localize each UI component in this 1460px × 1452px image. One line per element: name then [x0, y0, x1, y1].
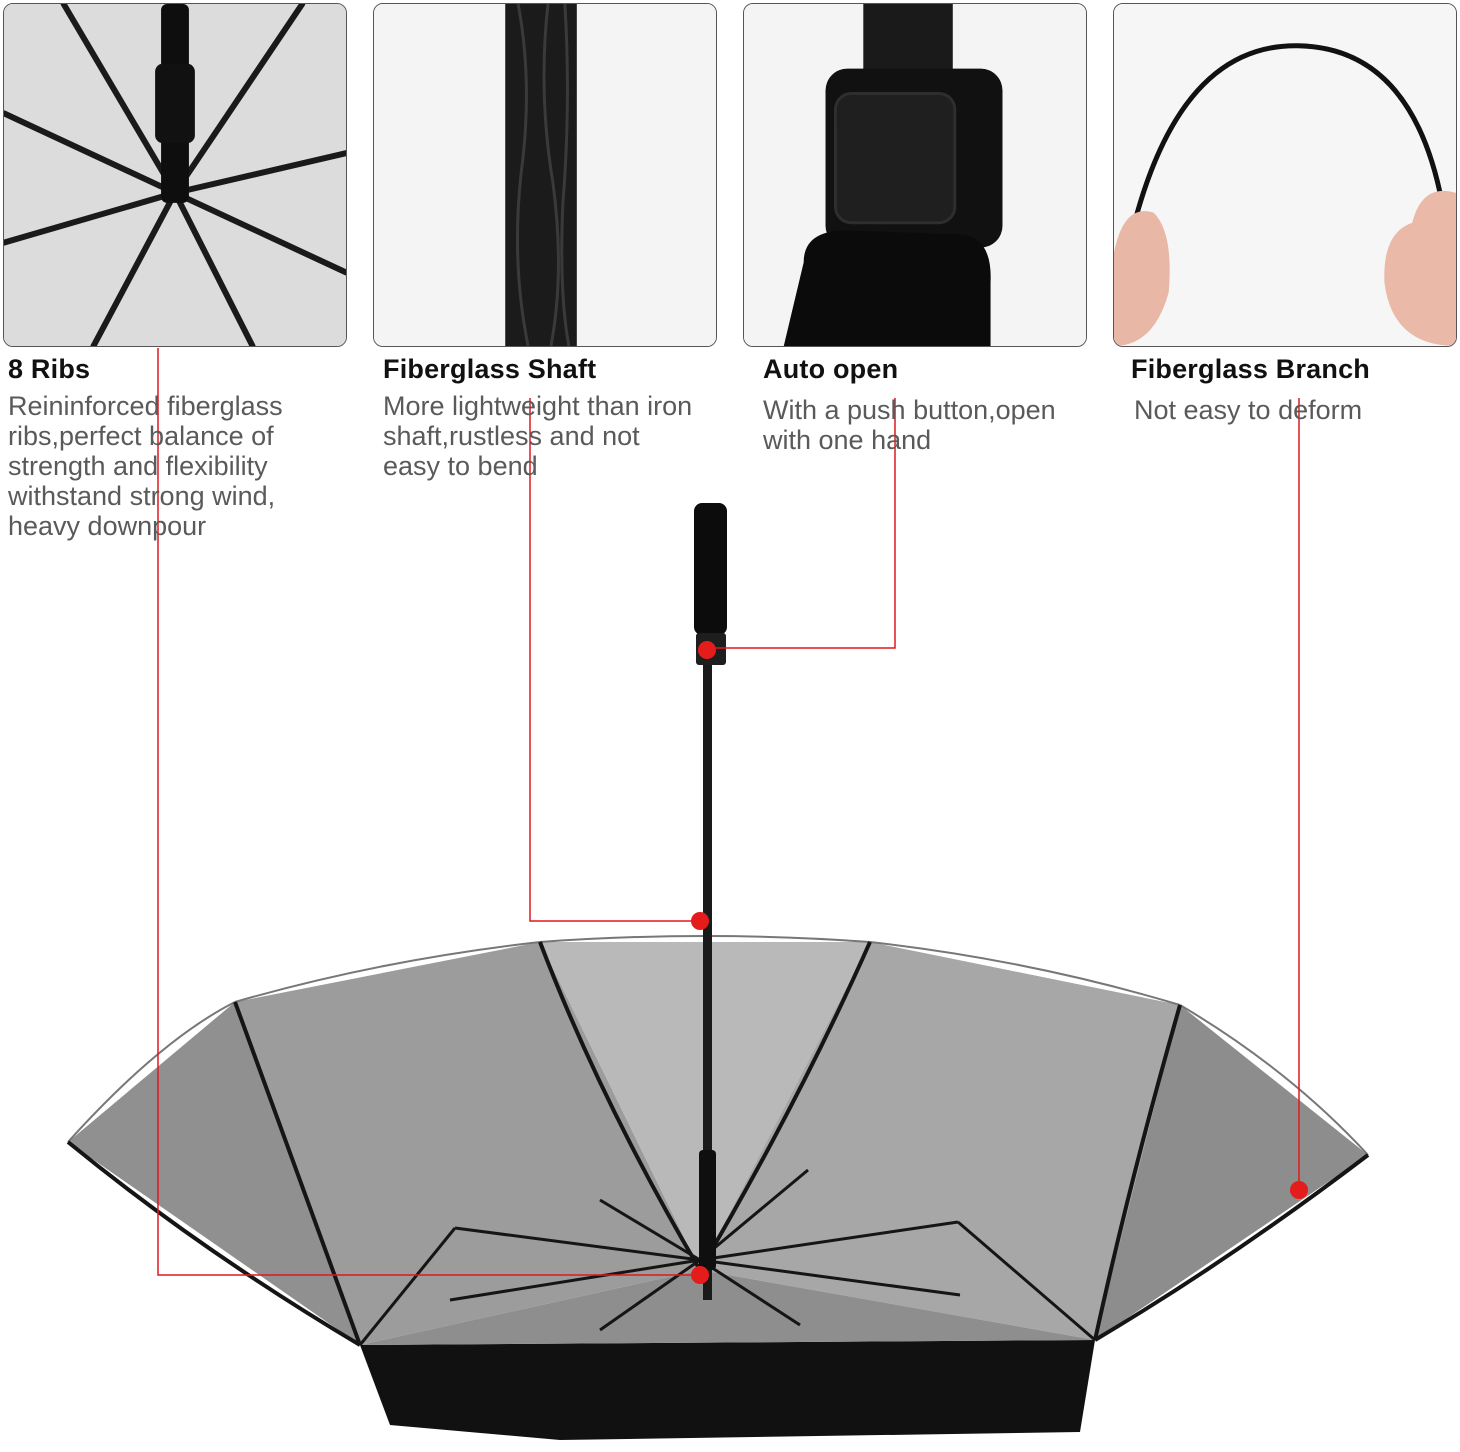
feature-branch-description: Not easy to deform [1134, 395, 1363, 425]
feature-shaft-title: Fiberglass Shaft [383, 354, 597, 384]
feature-shaft-description: More lightweight than iron shaft,rustles… [383, 391, 693, 481]
photo-panel-shaft [373, 3, 717, 347]
feature-auto-open: Auto open With a push button,open with o… [763, 354, 1108, 455]
shaft-runner [699, 1150, 716, 1270]
shaft-closeup-icon [374, 4, 716, 346]
feature-ribs-title: 8 Ribs [8, 354, 91, 384]
callout-dot-auto-open [698, 641, 716, 659]
callout-dot-shaft [691, 912, 709, 930]
bent-rib-hands-icon [1114, 4, 1456, 346]
push-button-handle-icon [744, 4, 1086, 346]
umbrella-ribs-closeup-icon [4, 4, 346, 346]
photo-panel-ribs [3, 3, 347, 347]
feature-ribs-description: Reininforced fiberglass ribs,perfect bal… [8, 391, 283, 541]
feature-branch: Fiberglass Branch Not easy to deform [1131, 354, 1456, 425]
photo-panel-branch [1113, 3, 1457, 347]
canopy-outer-skirt [360, 1340, 1095, 1440]
feature-shaft: Fiberglass Shaft More lightweight than i… [383, 354, 703, 481]
feature-auto-open-title: Auto open [763, 354, 899, 384]
umbrella-handle-foam [694, 503, 727, 635]
umbrella-shaft [703, 660, 712, 1300]
feature-branch-title: Fiberglass Branch [1131, 354, 1370, 384]
feature-ribs: 8 Ribs Reininforced fiberglass ribs,perf… [8, 354, 348, 541]
callout-dots [691, 641, 1308, 1284]
photo-panel-auto-open [743, 3, 1087, 347]
callout-lines [157, 348, 1300, 1276]
umbrella-stretchers [358, 1168, 1096, 1346]
callout-dot-ribs [691, 1266, 709, 1284]
umbrella-ribs [66, 941, 1370, 1347]
feature-auto-open-description: With a push button,open with one hand [763, 395, 1056, 455]
callout-dot-branch [1290, 1181, 1308, 1199]
